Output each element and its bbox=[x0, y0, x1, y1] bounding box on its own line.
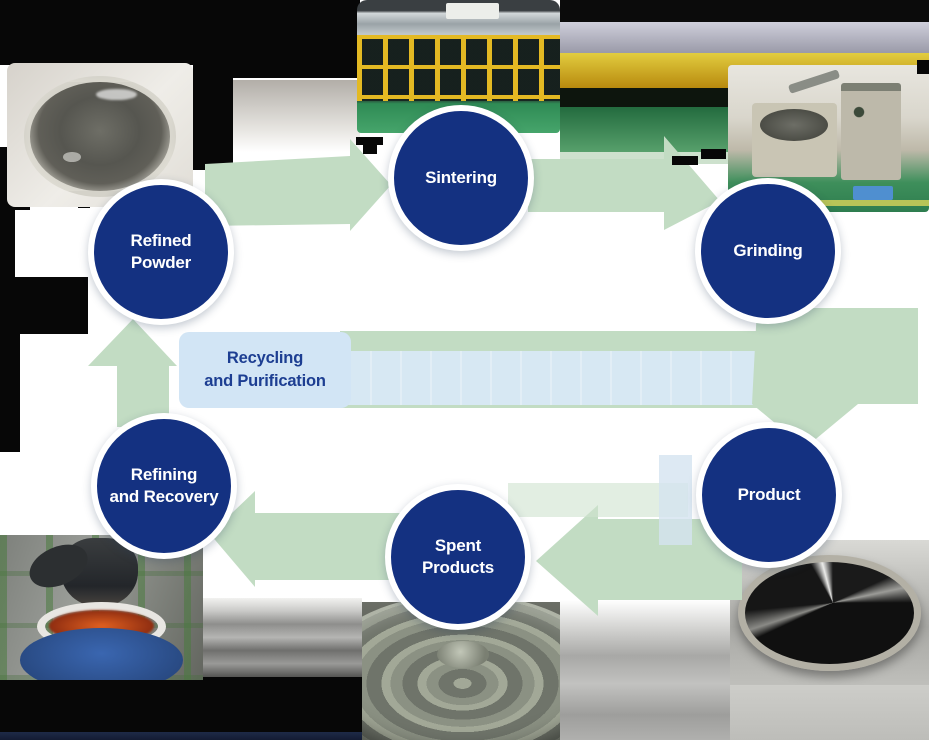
recycle-label-line2: and Purification bbox=[204, 372, 326, 390]
black-area-bottom bbox=[0, 677, 362, 733]
center-bump bbox=[437, 640, 489, 669]
blue-bin bbox=[852, 185, 893, 201]
artifact-dash bbox=[356, 137, 383, 145]
node-label-line: Product bbox=[737, 484, 801, 504]
node-spent-products: Spent Products bbox=[385, 484, 531, 630]
arrow-refining-to-powder bbox=[88, 319, 177, 427]
node-label-line: Refining bbox=[130, 464, 198, 484]
node-label-line: Refined bbox=[130, 230, 192, 250]
node-label: Sintering bbox=[425, 167, 497, 189]
pale-blue-patch bbox=[659, 455, 692, 545]
smear-band-black bbox=[560, 0, 929, 22]
recycling-purification-label: Recycling and Purification bbox=[179, 332, 351, 408]
machine-arm bbox=[788, 68, 841, 94]
node-sintering: Sintering bbox=[388, 105, 534, 251]
refining-photo bbox=[0, 535, 203, 680]
node-label-line: Products bbox=[421, 558, 495, 577]
node-label: Grinding bbox=[733, 240, 802, 262]
blue-vessel bbox=[20, 627, 183, 680]
smear-bottom-right bbox=[560, 600, 730, 740]
floor-line bbox=[728, 200, 929, 207]
smear-bottom-left bbox=[203, 598, 362, 680]
node-product: Product bbox=[696, 422, 842, 568]
cage-rails bbox=[357, 34, 560, 104]
node-refining-and-recovery: Refining and Recovery bbox=[91, 413, 237, 559]
node-label: Product bbox=[738, 484, 801, 506]
artifact-dash bbox=[917, 60, 929, 74]
artifact-dash bbox=[363, 145, 377, 154]
artifact-dash bbox=[701, 149, 726, 159]
node-grinding: Grinding bbox=[695, 178, 841, 324]
recycle-label-line1: Recycling bbox=[226, 348, 304, 367]
black-area-top bbox=[193, 0, 360, 78]
black-bar bbox=[193, 77, 233, 170]
black-area-top-left bbox=[0, 0, 193, 65]
node-label: Refining and Recovery bbox=[109, 464, 218, 508]
artifact-dash bbox=[672, 156, 698, 165]
control-cabinet bbox=[840, 82, 901, 180]
target-disc bbox=[737, 554, 922, 671]
node-label-line: Grinding bbox=[733, 240, 803, 260]
node-label-line: and Recovery bbox=[109, 487, 219, 506]
powder-glint bbox=[96, 88, 138, 101]
grinding-wheel bbox=[760, 109, 829, 142]
roof-unit bbox=[446, 2, 500, 19]
node-label: Spent Products bbox=[422, 535, 494, 579]
navy-strip-bottom bbox=[0, 732, 362, 740]
node-label-line: Powder bbox=[130, 253, 192, 272]
smear-band-grey bbox=[560, 22, 929, 53]
recycle-band bbox=[340, 351, 798, 405]
node-label-line: Spent bbox=[434, 535, 482, 555]
pale-arrow-band bbox=[508, 483, 688, 517]
node-label: Refined Powder bbox=[131, 230, 192, 274]
node-refined-powder: Refined Powder bbox=[88, 179, 234, 325]
smear-top-left bbox=[233, 80, 360, 152]
node-label-line: Sintering bbox=[425, 167, 497, 187]
grey-area-bottom-right bbox=[730, 685, 929, 740]
